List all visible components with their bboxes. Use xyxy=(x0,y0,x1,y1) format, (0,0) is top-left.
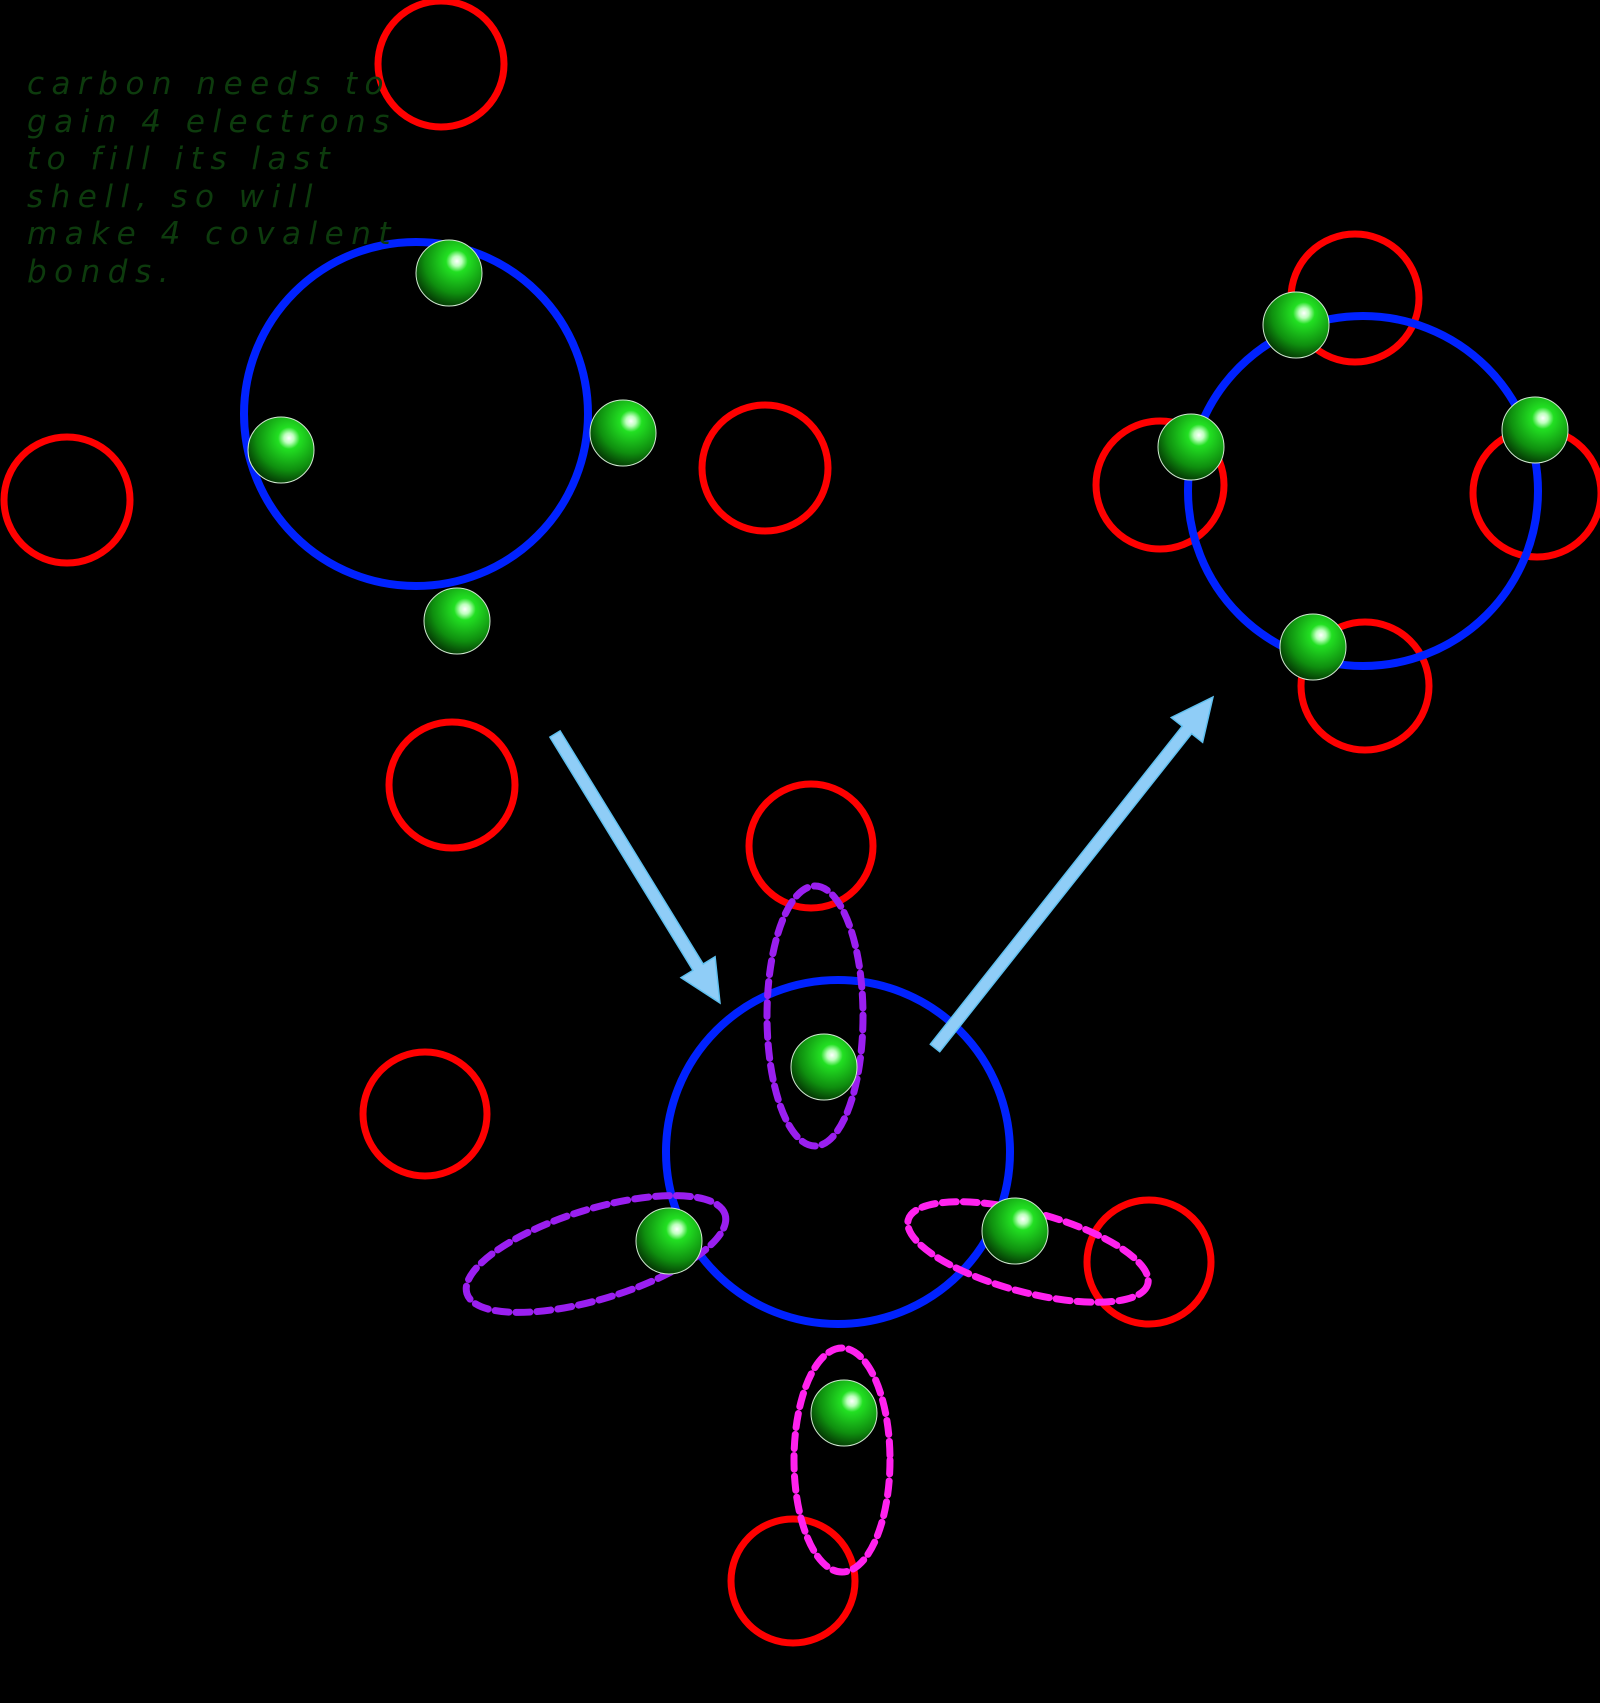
hydrogen-shell xyxy=(385,718,519,852)
hydrogen-shell xyxy=(1297,618,1433,754)
hydrogen-shell xyxy=(374,0,508,131)
carbon-outer-shell xyxy=(240,238,592,590)
caption-text: carbon needs to gain 4 electrons to fill… xyxy=(27,66,398,290)
stage-separate-atoms xyxy=(0,0,832,852)
hydrogen-shell xyxy=(1092,417,1228,553)
electron-sphere xyxy=(423,587,491,655)
hydrogen-shell xyxy=(745,780,877,912)
electron-sphere xyxy=(589,399,657,467)
hydrogen-shell xyxy=(359,1048,491,1180)
electron-sphere xyxy=(1262,291,1330,359)
arrow-to-bonding-icon xyxy=(548,729,721,1005)
carbon-outer-shell xyxy=(662,976,1014,1328)
electron-sphere xyxy=(790,1033,858,1101)
hydrogen-shell xyxy=(0,433,134,567)
electron-sphere xyxy=(810,1379,878,1447)
hydrogen-shell xyxy=(727,1515,859,1647)
hydrogen-shell xyxy=(698,401,832,535)
stage-methane xyxy=(1092,230,1600,754)
electron-sphere xyxy=(981,1197,1049,1265)
stage-bonding xyxy=(359,780,1215,1647)
shared-electron-pair-purple xyxy=(462,1192,730,1316)
shared-electron-pair-magenta xyxy=(790,1344,894,1576)
electron-sphere xyxy=(1157,413,1225,481)
electron-sphere xyxy=(635,1207,703,1275)
arrow-to-methane-icon xyxy=(929,695,1215,1053)
carbon-outer-shell xyxy=(1184,312,1542,670)
shared-electron-pair-purple xyxy=(763,882,867,1150)
electron-sphere xyxy=(1501,396,1569,464)
hydrogen-shell xyxy=(1083,1196,1215,1328)
electron-sphere xyxy=(247,416,315,484)
electron-sphere xyxy=(415,239,483,307)
electron-sphere xyxy=(1279,613,1347,681)
